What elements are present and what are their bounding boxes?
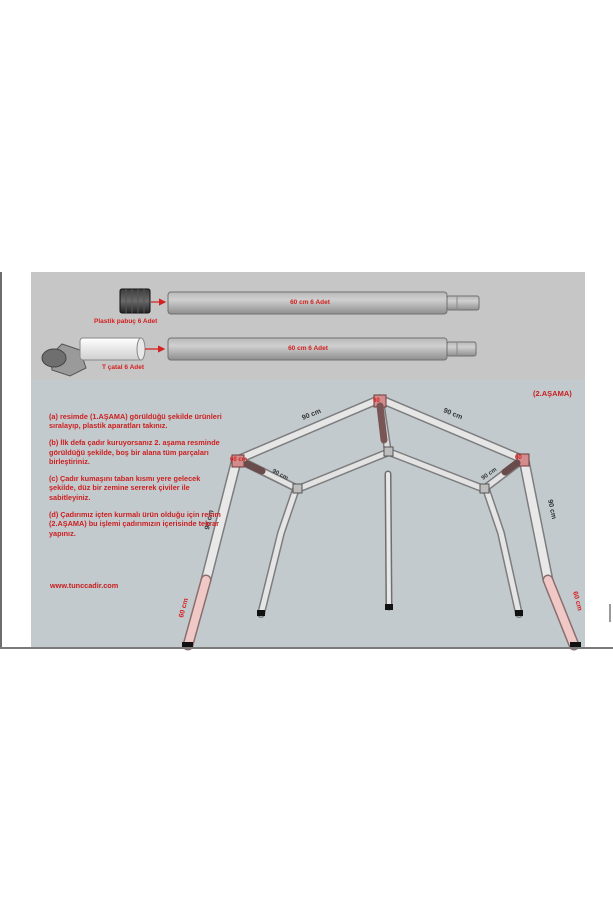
label-top-left: 90 cm: [301, 408, 322, 422]
label-left-leg-upper: 90 cm: [204, 510, 215, 531]
right-edge-tick: [609, 604, 611, 622]
pipe-label-1: 60 cm 6 Adet: [290, 299, 331, 306]
pipe-60cm-lower: [167, 337, 477, 361]
label-left-leg-lower: 60 cm: [178, 598, 190, 619]
assembly-illustration-panel: [31, 272, 585, 647]
plastic-cap-icon: [119, 288, 151, 314]
label-right-leg-lower: 60 cm: [571, 591, 583, 612]
label-apex: 60: [373, 398, 380, 404]
left-foot-cap: [182, 642, 193, 648]
bottom-border-line: [0, 647, 613, 649]
instructions-block: (a) resimde (1.AŞAMA) görüldüğü şekilde …: [49, 412, 229, 545]
instruction-c: (c) Çadır kumaşını taban kısmı yere gele…: [49, 474, 201, 502]
pipe-60cm-upper: [167, 291, 480, 315]
cap-label: Plastik pabuç 6 Adet: [94, 318, 158, 325]
instruction-d: (d) Çadırımız içten kurmalı ürün olduğu …: [49, 509, 221, 538]
website-link[interactable]: www.tunccadir.com: [50, 581, 119, 590]
left-inner-joint: [292, 483, 303, 494]
tent-frame: [182, 394, 581, 651]
left-border-line: [0, 272, 2, 648]
instruction-a: (a) resimde (1.AŞAMA) görüldüğü şekilde …: [49, 412, 222, 431]
center-joint: [383, 446, 394, 457]
pipe-label-2: 60 cm 6 Adet: [288, 345, 329, 352]
right-foot-cap: [570, 642, 581, 648]
label-top-right: 90 cm: [442, 407, 463, 421]
label-left-corner: 60 cm: [230, 457, 247, 463]
center-foot-cap: [385, 604, 393, 610]
stage-label: (2.AŞAMA): [533, 389, 572, 398]
label-right-leg-upper: 90 cm: [546, 499, 557, 520]
label-right-corner: 60: [515, 455, 522, 461]
t-fork-icon: [41, 337, 146, 377]
inner-left-foot-cap: [257, 610, 265, 616]
instruction-b: (b) İlk defa çadır kuruyorsanız 2. aşama…: [49, 438, 220, 467]
inner-right-foot-cap: [515, 610, 523, 616]
tfork-label: T çatal 6 Adet: [102, 364, 145, 371]
right-inner-joint: [479, 483, 490, 494]
left-corner-joint: [231, 454, 245, 468]
